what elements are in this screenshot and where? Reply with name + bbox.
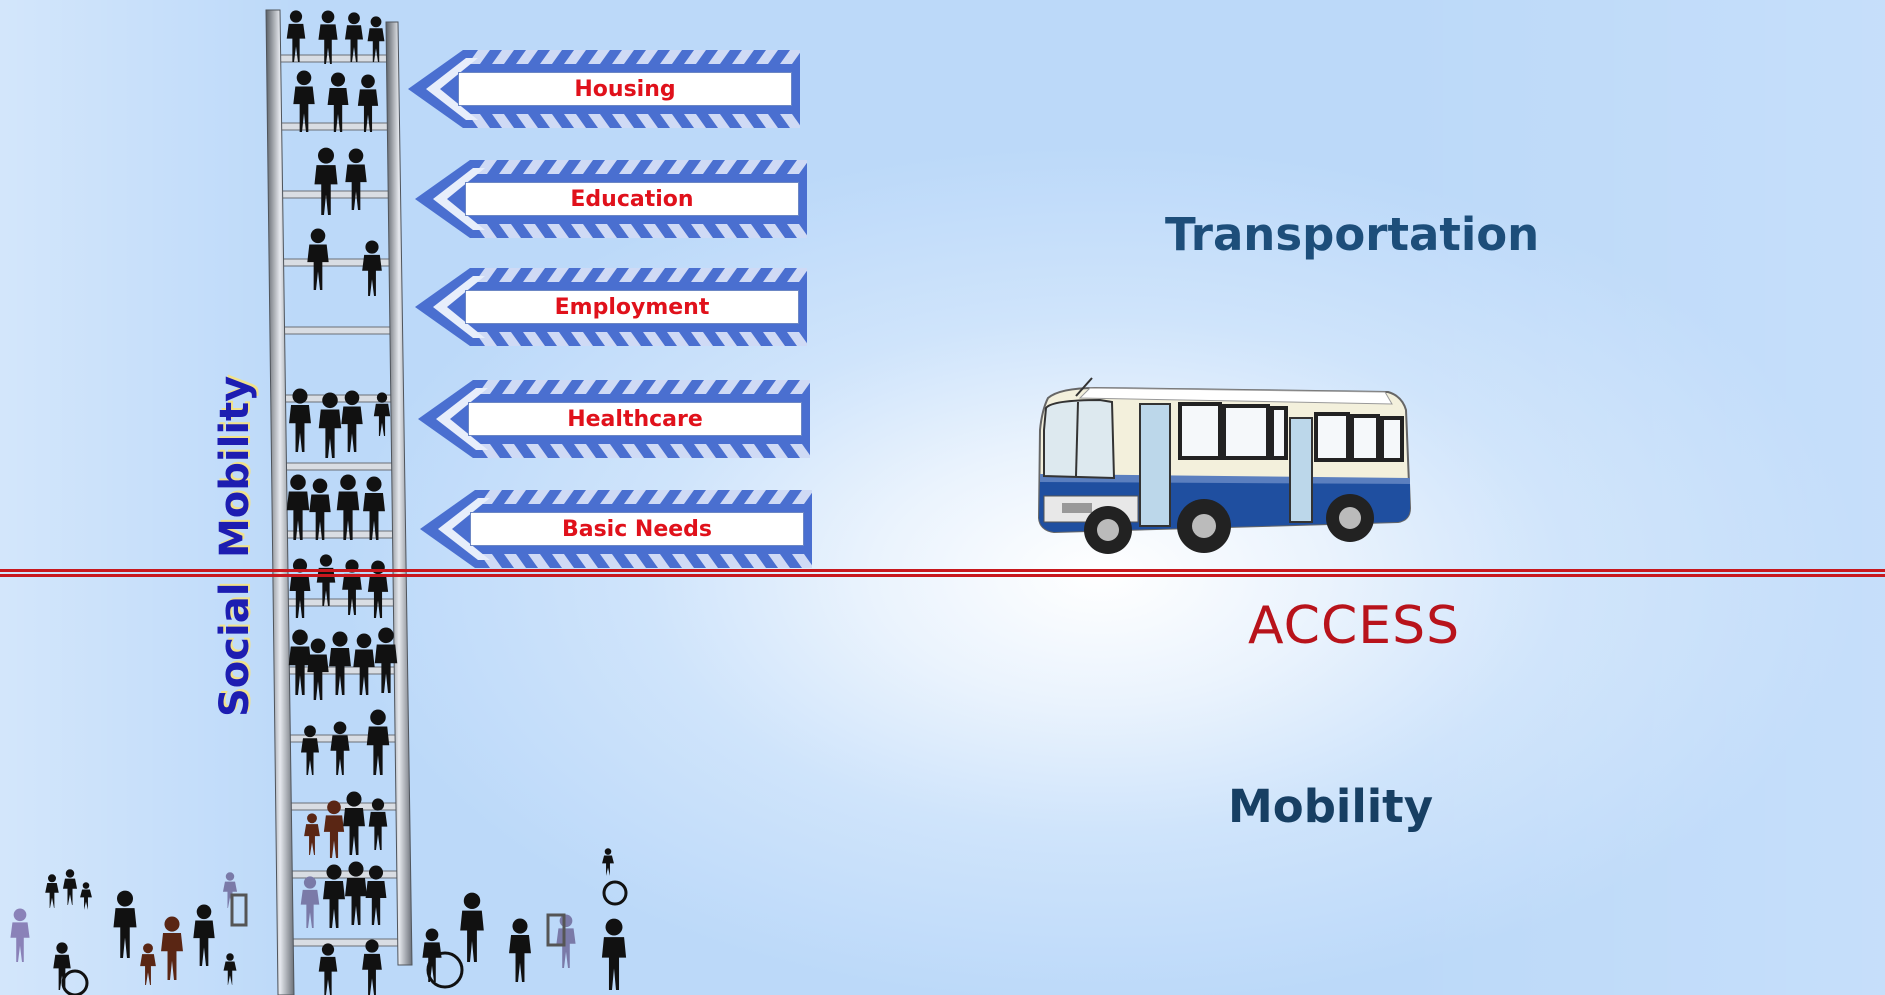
access-line: [0, 569, 1885, 578]
social-label: Social: [212, 582, 258, 717]
arrow-basic-needs: Basic Needs: [420, 490, 812, 568]
arrow-banner-label: Employment: [465, 290, 799, 324]
social-mobility-label: Mobility: [212, 375, 258, 558]
arrow-banner-label: Housing: [458, 72, 792, 106]
arrow-banner-label: Basic Needs: [470, 512, 804, 546]
arrow-healthcare: Healthcare: [418, 380, 810, 458]
wheelchair-user-icon: [61, 880, 628, 995]
arrow-employment: Employment: [415, 268, 807, 346]
arrow-education: Education: [415, 160, 807, 238]
walker-user-icon: [230, 893, 566, 947]
arrow-housing: Housing: [408, 50, 800, 128]
mobility-label: Mobility: [1228, 780, 1434, 833]
arrow-banner-label: Education: [465, 182, 799, 216]
access-label: ACCESS: [1248, 596, 1461, 656]
transportation-label: Transportation: [1165, 208, 1540, 261]
arrow-banner-label: Healthcare: [468, 402, 802, 436]
